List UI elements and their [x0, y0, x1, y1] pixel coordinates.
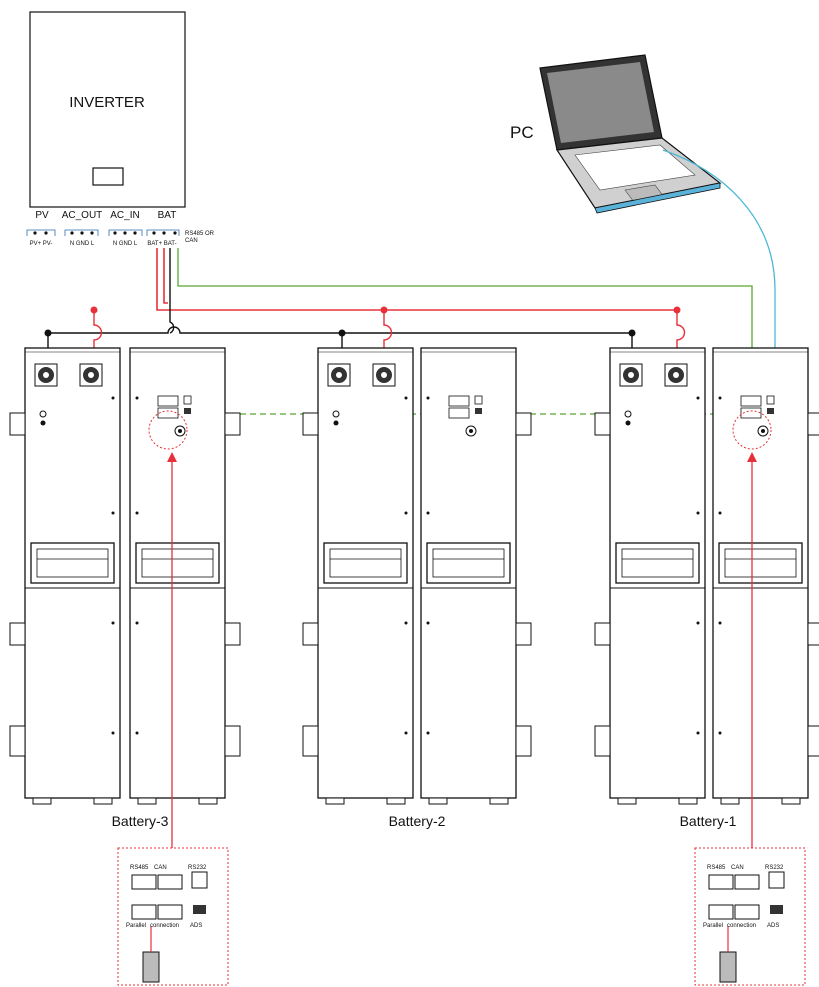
port-ac-out-label: AC_OUT	[62, 210, 103, 221]
comm-cable	[177, 248, 753, 394]
battery-1-label: Battery-1	[680, 813, 737, 829]
battery-2	[302, 347, 532, 805]
battery-3	[9, 347, 241, 805]
pc-cable	[662, 149, 776, 394]
port-bat-label: BAT	[158, 210, 177, 221]
terminal-blocks	[26, 229, 180, 236]
ac-out-terminals: N GND L	[70, 241, 95, 247]
detail-rs485-label: RS485	[707, 865, 726, 871]
detail-parallel-label: Parallel	[126, 923, 146, 929]
bus-junctions	[44, 306, 681, 337]
pc-label: PC	[510, 123, 534, 142]
comm-label-2: CAN	[185, 238, 198, 244]
pc-laptop: PC	[510, 54, 722, 214]
detail-rs485-label: RS485	[130, 865, 149, 871]
inverter: INVERTER PV AC_OUT AC_IN BAT PV+ PV- N G…	[26, 11, 215, 247]
port-pv-label: PV	[35, 210, 49, 221]
detail-rs232-label: RS232	[765, 865, 784, 871]
port-ac-in-label: AC_IN	[110, 210, 139, 221]
pv-terminals: PV+ PV-	[30, 241, 53, 247]
battery-3-label: Battery-3	[112, 813, 169, 829]
callout-circle-battery-3	[148, 410, 188, 450]
battery-2-label: Battery-2	[389, 813, 446, 829]
comm-label-1: RS485 OR	[185, 231, 215, 237]
inverter-port-labels: PV AC_OUT AC_IN BAT	[35, 210, 176, 221]
detail-parallel-label: Parallel	[703, 923, 723, 929]
detail-ads-label: ADS	[767, 923, 779, 929]
detail-connection-label: connection	[150, 923, 179, 929]
inverter-display	[92, 167, 124, 186]
callout-circle-battery-1	[732, 410, 772, 450]
detail-can-label: CAN	[731, 865, 744, 871]
detail-ads-label: ADS	[190, 923, 202, 929]
detail-panel-right: RS485 CAN RS232 Parallel connection ADS	[694, 847, 806, 986]
battery-1	[594, 347, 819, 805]
inverter-title: INVERTER	[69, 94, 145, 111]
detail-connection-label: connection	[727, 923, 756, 929]
detail-panel-left: RS485 CAN RS232 Parallel connection ADS	[117, 847, 229, 986]
bat-terminals: BAT+ BAT-	[147, 241, 176, 247]
detail-rs232-label: RS232	[188, 865, 207, 871]
callout-lines	[167, 452, 757, 895]
ac-in-terminals: N GND L	[113, 241, 138, 247]
detail-can-label: CAN	[154, 865, 167, 871]
